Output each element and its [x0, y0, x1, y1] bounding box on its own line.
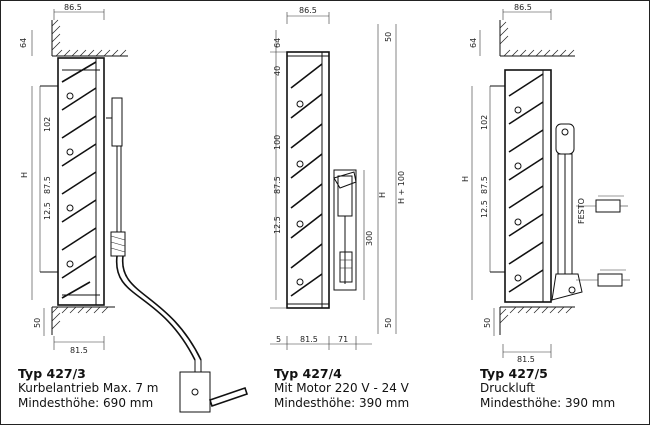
pneumatic-cylinder-3	[551, 123, 583, 301]
dim-top-3: 86.5	[514, 3, 532, 12]
caption-427-4: Typ 427/4 Mit Motor 220 V - 24 V Mindest…	[274, 366, 409, 411]
dim-40-2: 40	[273, 66, 282, 76]
dim-300-2: 300	[365, 231, 374, 246]
dim-bottom-3: 81.5	[517, 355, 535, 364]
caption-427-5: Typ 427/5 Druckluft Mindesthöhe: 390 mm	[480, 366, 615, 411]
caption-427-3: Typ 427/3 Kurbelantrieb Max. 7 m Mindest…	[18, 366, 158, 411]
dim-50-3: 50	[483, 318, 492, 328]
crank-handle-1	[179, 360, 249, 413]
dim-5-2: 5	[276, 335, 281, 344]
dim-50-1: 50	[33, 318, 42, 328]
caption-type-427-3: Typ 427/3	[18, 366, 86, 381]
festo-valves-3: FESTO	[576, 195, 630, 287]
dim-125-2: 12.5	[273, 216, 282, 234]
ceiling-slab-1	[51, 19, 128, 57]
louvre-blades-2	[290, 63, 323, 297]
caption-line1-427-3: Kurbelantrieb Max. 7 m	[18, 381, 159, 395]
floor-slab-3	[499, 306, 575, 335]
dimensions-2: 86.5 64 40 100 87.5 12.5 50 H 50 H + 100…	[270, 6, 406, 350]
motor-unit-2	[333, 169, 357, 291]
panel-427-4: 86.5 64 40 100 87.5 12.5 50 H 50 H + 100…	[270, 6, 406, 350]
louvre-blades-1	[61, 61, 97, 299]
caption-type-427-5: Typ 427/5	[480, 366, 548, 381]
floor-slab-1	[51, 306, 115, 335]
dim-102-1: 102	[43, 117, 52, 132]
panel-427-5: FESTO 86.5 64 H 102 87.5 12.5 50	[461, 3, 630, 364]
panel-427-3: 86.5 64 H 102 87.5 12.5 50 81.5	[19, 3, 249, 413]
caption-line2-427-5: Mindesthöhe: 390 mm	[480, 396, 616, 410]
dim-H-1: H	[20, 172, 29, 178]
caption-type-427-4: Typ 427/4	[274, 366, 342, 381]
caption-line1-427-5: Druckluft	[480, 381, 535, 395]
caption-line1-427-4: Mit Motor 220 V - 24 V	[274, 381, 409, 395]
dim-125-3: 12.5	[480, 200, 489, 218]
dim-875-3: 87.5	[480, 176, 489, 194]
dim-H-3: H	[461, 176, 470, 182]
dim-125-1: 12.5	[43, 202, 52, 220]
dim-top-1: 86.5	[64, 3, 82, 12]
dim-64-3: 64	[469, 38, 478, 48]
dim-bottom-a-2: 81.5	[300, 335, 318, 344]
festo-label-3: FESTO	[577, 198, 586, 224]
louvre-blades-3	[508, 73, 544, 293]
crank-drive-1	[106, 97, 202, 361]
louvre-frame-3	[489, 69, 552, 303]
caption-line2-427-4: Mindesthöhe: 390 mm	[274, 396, 410, 410]
dimensions-1: 86.5 64 H 102 87.5 12.5 50 81.5	[19, 3, 105, 355]
dim-64-2: 64	[273, 38, 282, 48]
caption-line2-427-3: Mindesthöhe: 690 mm	[18, 396, 154, 410]
dim-100-2: 100	[273, 135, 282, 150]
ceiling-slab-3	[499, 20, 575, 57]
dimensions-3: 86.5 64 H 102 87.5 12.5 50 81.5	[461, 3, 552, 364]
dim-102-3: 102	[480, 115, 489, 130]
dim-top-2: 86.5	[299, 6, 317, 15]
dim-50a-2: 50	[384, 32, 393, 42]
dim-H-2: H	[378, 192, 387, 198]
dim-bottom-b-2: 71	[338, 335, 348, 344]
dim-H100-2: H + 100	[397, 171, 406, 204]
dim-50b-2: 50	[384, 318, 393, 328]
dim-875-1: 87.5	[43, 176, 52, 194]
dim-875-2: 87.5	[273, 176, 282, 194]
dim-bottom-1: 81.5	[70, 346, 88, 355]
dim-64-1: 64	[19, 38, 28, 48]
